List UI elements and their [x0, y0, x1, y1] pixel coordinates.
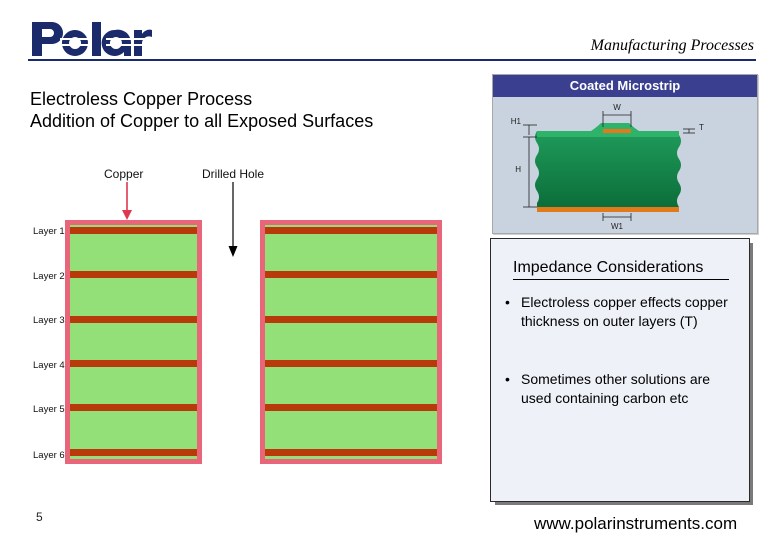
bullet-item: • Sometimes other solutions are used con… [505, 370, 735, 408]
layer-label: Layer 3 [33, 315, 65, 326]
layer-label: Layer 6 [33, 450, 65, 461]
copper-label: Copper [104, 167, 144, 181]
copper-layer [265, 316, 437, 323]
dim-t-label: T [699, 123, 704, 132]
bullet-icon: • [505, 294, 510, 310]
copper-layer [70, 360, 197, 367]
copper-layer [70, 404, 197, 411]
layer-label: Layer 1 [33, 226, 65, 237]
dim-w1-label: W1 [611, 222, 624, 231]
drilled-hole-label: Drilled Hole [202, 167, 265, 181]
slide-title-line-2: Addition of Copper to all Exposed Surfac… [30, 111, 374, 131]
dim-h-label: H [515, 165, 521, 174]
bullet-text: Sometimes other solutions are used conta… [521, 371, 711, 406]
copper-layer [265, 360, 437, 367]
copper-layer [265, 449, 437, 456]
copper-layer [265, 227, 437, 234]
microstrip-diagram: W H1 T H W1 [511, 103, 704, 231]
copper-arrow-icon [122, 182, 132, 220]
bullet-item: • Electroless copper effects copper thic… [505, 293, 735, 331]
ground-plane [537, 207, 679, 212]
drilled-hole-arrow-icon [228, 182, 238, 257]
dim-w-label: W [613, 103, 621, 112]
signal-trace [603, 129, 631, 133]
impedance-heading: Impedance Considerations [513, 259, 729, 280]
dielectric-core [265, 225, 437, 459]
copper-layer [70, 316, 197, 323]
header-title: Manufacturing Processes [590, 37, 754, 54]
bullet-icon: • [505, 371, 510, 387]
slide-title: Electroless Copper Process Addition of C… [30, 88, 373, 132]
impedance-considerations-box: Impedance Considerations • Electroless c… [490, 238, 750, 502]
slide-title-line-1: Electroless Copper Process [30, 89, 253, 109]
copper-layer [265, 404, 437, 411]
copper-layer [70, 227, 197, 234]
dielectric-substrate [535, 131, 681, 207]
dim-h1-label: H1 [511, 117, 522, 126]
bullet-text: Electroless copper effects copper thickn… [521, 294, 728, 329]
copper-layer [70, 449, 197, 456]
layer-label: Layer 4 [33, 360, 65, 371]
page-number: 5 [36, 510, 43, 524]
figure-body: W H1 T H W1 [493, 97, 757, 233]
footer-url-link[interactable]: www.polarinstruments.com [534, 514, 738, 533]
layer-label: Layer 2 [33, 271, 65, 282]
copper-layer [70, 271, 197, 278]
copper-layer [265, 271, 437, 278]
pcb-stack-right [260, 220, 442, 464]
figure-title: Coated Microstrip [493, 75, 757, 97]
polar-logo [32, 22, 152, 56]
header-divider [28, 59, 756, 61]
layer-label: Layer 5 [33, 404, 65, 415]
pcb-stack-left [65, 220, 202, 464]
dielectric-core [70, 225, 197, 459]
coated-microstrip-figure: Coated Microstrip [492, 74, 758, 234]
